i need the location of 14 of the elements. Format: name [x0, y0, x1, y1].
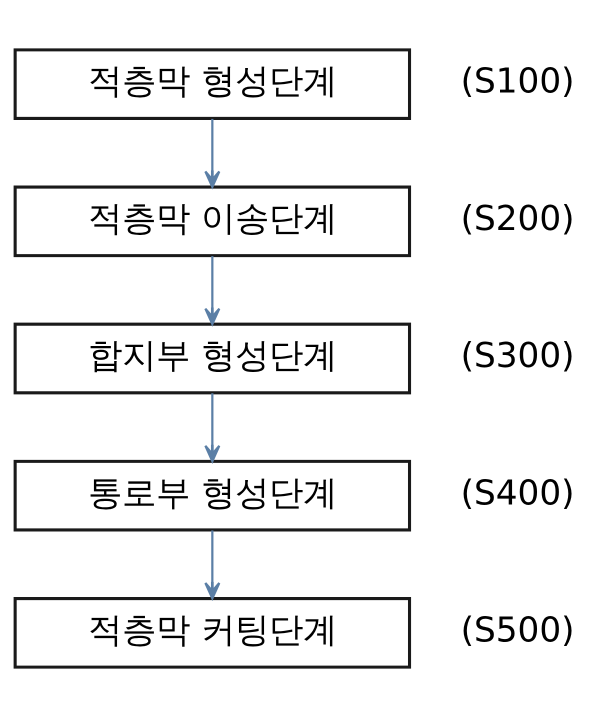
node-label: (S500): [460, 610, 575, 650]
arrow: [204, 530, 220, 600]
node-label: (S300): [460, 336, 575, 376]
node-label: (S200): [460, 198, 575, 238]
node-box: 적층막 이송단계: [14, 185, 412, 257]
node-label: (S400): [460, 472, 575, 513]
node-label: (S100): [460, 61, 575, 102]
node-box: 통로부 형성단계: [14, 459, 412, 531]
node-box: 합지부 형성단계: [14, 322, 412, 394]
node-box: 적층막 커팅단계: [14, 596, 412, 668]
node-box: 적층막 형성단계: [14, 48, 412, 120]
arrow: [204, 392, 220, 462]
arrow: [204, 256, 220, 325]
arrow: [204, 118, 220, 188]
